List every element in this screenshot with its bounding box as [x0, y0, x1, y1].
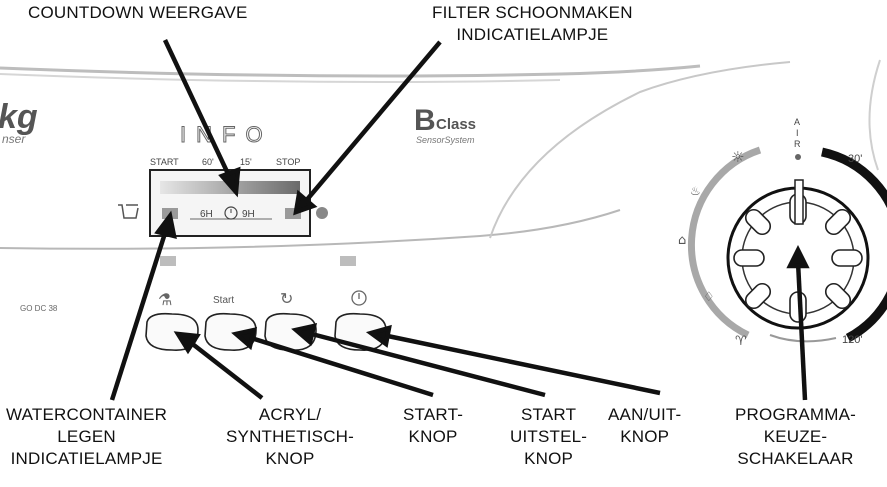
- label-watercontainer-line2: LEGEN: [57, 427, 116, 446]
- label-watercontainer-line1: WATERCONTAINER: [6, 405, 168, 424]
- label-countdown-line: COUNTDOWN WEERGAVE: [28, 3, 248, 22]
- acryl-lamp: [160, 256, 176, 266]
- label-startuitstel: START UITSTEL- KNOP: [510, 404, 587, 470]
- power-icon: [351, 290, 367, 306]
- label-filter-line2: INDICATIELAMPJE: [456, 25, 609, 44]
- arrow-filter: [303, 40, 442, 204]
- arrow-start: [247, 334, 434, 398]
- sheep-icon: ♈: [735, 334, 747, 349]
- label-startuitstel-line1: START: [521, 405, 577, 424]
- filter-lamp: [285, 208, 301, 219]
- label-programma-line2: KEUZE-: [763, 427, 828, 446]
- brand-subtext: nser: [2, 132, 26, 146]
- label-aanuit-line2: KNOP: [620, 427, 670, 446]
- model-code: GO DC 38: [20, 304, 58, 313]
- label-startuitstel-line2: UITSTEL-: [510, 427, 588, 446]
- arrow-acryl: [188, 340, 264, 400]
- arrow-programma: [795, 261, 808, 401]
- class-letter: B: [414, 104, 436, 137]
- label-acryl-line2: SYNTHETISCH-: [226, 427, 355, 446]
- water-container-icon: [118, 204, 139, 219]
- label-start: START- KNOP: [403, 404, 463, 448]
- brand-fragment: kg: [0, 98, 38, 136]
- label-start-line1: START-: [403, 405, 464, 424]
- arrow-aanuit: [382, 332, 661, 396]
- label-watercontainer-line3: INDICATIELAMPJE: [10, 449, 163, 468]
- display-tick-60: 60': [202, 157, 214, 167]
- dial-pointer: [794, 179, 804, 225]
- info-text: INFO: [180, 122, 273, 147]
- label-programma: PROGRAMMA- KEUZE- SCHAKELAAR: [735, 404, 856, 470]
- label-aanuit-line1: AAN/UIT-: [608, 405, 682, 424]
- label-acryl-line3: KNOP: [265, 449, 315, 468]
- display-tick-stop: STOP: [276, 157, 300, 167]
- cupboard-icon: ⌂: [678, 233, 686, 248]
- dial-air-a: A: [794, 117, 800, 127]
- label-programma-line3: SCHAKELAAR: [737, 449, 854, 468]
- dial-label-120: 120': [842, 334, 862, 346]
- drop-icon: ♢: [703, 290, 715, 305]
- label-acryl: ACRYL/ SYNTHETISCH- KNOP: [226, 404, 354, 470]
- label-watercontainer: WATERCONTAINER LEGEN INDICATIELAMPJE: [6, 404, 167, 470]
- label-startuitstel-line3: KNOP: [524, 449, 574, 468]
- label-start-line2: KNOP: [408, 427, 458, 446]
- arrow-startuitstel: [307, 330, 546, 398]
- label-filter: FILTER SCHOONMAKEN INDICATIELAMPJE: [432, 2, 633, 46]
- dial-air-r: R: [794, 139, 801, 149]
- label-countdown: COUNTDOWN WEERGAVE: [28, 2, 248, 24]
- start-delay-lamp: [340, 256, 356, 266]
- display-left-hours: 6H: [200, 209, 213, 220]
- filter-icon: [316, 207, 328, 219]
- dial-air-dot: [795, 154, 801, 160]
- arrow-watercontainer: [109, 229, 169, 401]
- dial-label-30: 30': [848, 153, 862, 165]
- arrow-countdown: [162, 39, 233, 179]
- class-word: Class: [436, 116, 476, 133]
- acryl-icon: ⚗: [158, 290, 172, 309]
- sensor-system-text: SensorSystem: [416, 135, 475, 145]
- callout-arrows: [109, 39, 810, 401]
- sun-icon: ☼: [731, 148, 744, 166]
- label-aanuit: AAN/UIT- KNOP: [608, 404, 681, 448]
- clock-icon: [224, 206, 238, 220]
- iron-icon: ♨: [690, 184, 701, 198]
- dial-air-i: I: [796, 128, 799, 138]
- start-button-text: Start: [213, 295, 234, 306]
- label-programma-line1: PROGRAMMA-: [735, 405, 856, 424]
- display-tick-start: START: [150, 157, 179, 167]
- display-right-hours: 9H: [242, 209, 255, 220]
- label-filter-line1: FILTER SCHOONMAKEN: [432, 3, 633, 22]
- display-tick-15: 15': [240, 157, 252, 167]
- label-acryl-line1: ACRYL/: [258, 405, 322, 424]
- delay-icon: ↻: [280, 289, 293, 308]
- program-dial[interactable]: [687, 146, 887, 343]
